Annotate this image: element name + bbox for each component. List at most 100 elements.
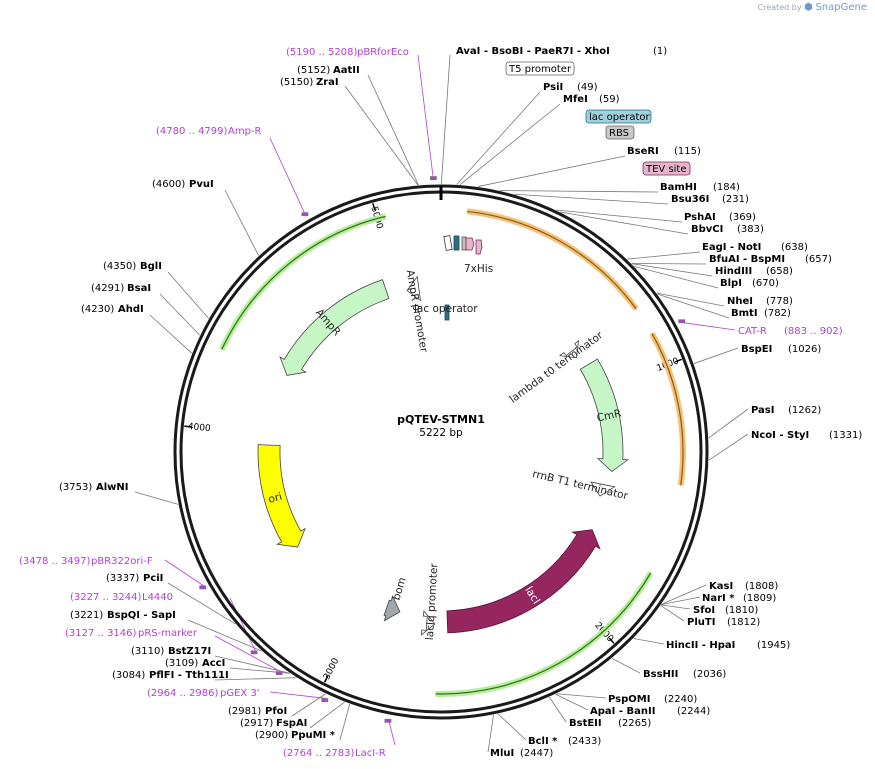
enzyme-ahdi: AhdI bbox=[118, 304, 144, 315]
enzyme-pshai: PshAI bbox=[684, 212, 716, 223]
enzyme-pasi: PasI bbox=[751, 405, 774, 416]
tick-1000 bbox=[674, 358, 683, 363]
leader-line bbox=[556, 209, 683, 223]
enzyme-kasi-pos: (1808) bbox=[745, 581, 778, 592]
enzyme-nhei-pos: (778) bbox=[766, 296, 793, 307]
t5-promoter-box bbox=[505, 61, 575, 76]
enzyme-psii: PsiI bbox=[543, 82, 563, 93]
leader-line bbox=[499, 190, 659, 193]
enzyme-ncoi-pos: (1331) bbox=[829, 430, 862, 441]
enzyme-bmti: BmtI bbox=[731, 308, 758, 319]
leader-line bbox=[167, 582, 236, 625]
green-feature-arc-ampr bbox=[219, 213, 387, 351]
primer-site-marker bbox=[430, 176, 437, 181]
enzyme-bbvci-pos: (383) bbox=[737, 224, 764, 235]
orange-feature-arc-2-core bbox=[651, 333, 684, 486]
enzyme-acci-pos: (3109) bbox=[165, 658, 198, 669]
primer-prsmarker-range: (3127 .. 3146) bbox=[65, 628, 137, 639]
enzyme-bamhi-pos: (184) bbox=[713, 182, 740, 193]
enzyme-pfoi-pos: (2981) bbox=[228, 706, 261, 717]
enzyme-mlui: MluI bbox=[490, 748, 514, 759]
green-feature-arc-ampr-core bbox=[221, 215, 386, 350]
watermark-prefix: Created by bbox=[757, 3, 802, 12]
enzyme-bsai: BsaI bbox=[127, 283, 151, 294]
enzyme-ahdi-pos: (4230) bbox=[81, 304, 114, 315]
feature-lambda_t0 bbox=[558, 339, 580, 359]
enzyme-nhei: NheI bbox=[727, 296, 753, 307]
snapgene-logo: ⬢ bbox=[804, 2, 813, 13]
leader-line bbox=[560, 211, 689, 235]
orange-feature-arc-1-core bbox=[467, 210, 637, 310]
enzyme-eagi: EagI - NotI bbox=[702, 242, 761, 253]
enzyme-hindiii: HindIII bbox=[715, 266, 752, 277]
leader-line bbox=[661, 596, 701, 606]
leader-line bbox=[514, 193, 669, 205]
primer-l4440: L4440 bbox=[142, 592, 173, 603]
leader-line bbox=[344, 85, 419, 186]
primer-catr-range: (883 .. 902) bbox=[784, 326, 843, 337]
enzyme-psii-pos: (49) bbox=[577, 82, 598, 93]
enzyme-pshai-pos: (369) bbox=[729, 212, 756, 223]
primer-leader-line bbox=[229, 597, 256, 652]
primer-site-marker bbox=[678, 319, 686, 324]
enzyme-pcii: PciI bbox=[143, 573, 163, 584]
primer-leader-line bbox=[164, 559, 205, 587]
feature-laci bbox=[446, 529, 601, 634]
leader-line bbox=[693, 347, 739, 364]
enzyme-pluti-pos: (1812) bbox=[727, 617, 760, 628]
leader-line bbox=[309, 701, 345, 729]
feature-ampr_promoter bbox=[406, 275, 421, 302]
enzyme-pflfi: PflFI - Tth111I bbox=[149, 670, 229, 681]
leader-lines bbox=[134, 54, 749, 753]
enzyme-ncoi: NcoI - StyI bbox=[751, 430, 809, 441]
leader-line bbox=[459, 103, 561, 185]
t5-promoter-callout: T5 promoter bbox=[508, 64, 572, 75]
leader-line bbox=[661, 584, 707, 605]
leader-line bbox=[497, 713, 527, 741]
enzyme-zrai-pos: (5150) bbox=[280, 77, 313, 88]
leader-line bbox=[656, 292, 725, 307]
enzyme-avai: AvaI - BsoBI - PaeR7I - XhoI bbox=[456, 46, 610, 57]
feature-laciq bbox=[420, 610, 436, 636]
enzyme-mfei-pos: (59) bbox=[599, 94, 620, 105]
primer-lacir-range: (2764 .. 2783) bbox=[283, 748, 355, 759]
enzyme-bseri-pos: (115) bbox=[674, 146, 701, 157]
primer-ampr: Amp-R bbox=[228, 126, 262, 137]
primer-leader-line bbox=[387, 718, 396, 746]
enzyme-nari: NarI * bbox=[702, 593, 735, 604]
leader-line bbox=[556, 693, 607, 699]
enzyme-apai-pos: (2244) bbox=[677, 706, 710, 717]
enzyme-bstz17i-pos: (3110) bbox=[131, 646, 164, 657]
primer-site-marker bbox=[250, 650, 258, 655]
primer-site-marker bbox=[301, 212, 309, 217]
feature-label-laciq: lacIq promoter bbox=[424, 562, 441, 640]
green-feature-arc-laci-core bbox=[435, 572, 652, 695]
leader-line bbox=[291, 693, 326, 717]
enzyme-alwni: AlwNI bbox=[96, 482, 129, 493]
leader-line bbox=[549, 696, 567, 723]
enzyme-acci: AccI bbox=[202, 658, 225, 669]
feature-ori bbox=[257, 444, 306, 548]
leader-line bbox=[611, 658, 641, 674]
enzyme-bsshii-pos: (2036) bbox=[693, 669, 726, 680]
enzyme-bsu36i-pos: (231) bbox=[722, 194, 749, 205]
tick-5000 bbox=[372, 202, 376, 211]
primer-pgex3: pGEX 3' bbox=[220, 688, 260, 699]
leader-line bbox=[708, 433, 749, 461]
tick-label-4000: 4000 bbox=[187, 422, 211, 434]
leader-line bbox=[627, 251, 701, 260]
leader-line bbox=[487, 714, 494, 753]
enzyme-bfuai-pos: (657) bbox=[805, 254, 832, 265]
enzyme-labels-right: AvaI - BsoBI - PaeR7I - XhoI(1) PsiI(49)… bbox=[456, 46, 862, 759]
enzyme-pfoi: PfoI bbox=[265, 706, 287, 717]
enzyme-blpi: BlpI bbox=[720, 278, 742, 289]
leader-line bbox=[634, 266, 719, 289]
enzyme-bsteii-pos: (2265) bbox=[618, 718, 651, 729]
enzyme-pcii-pos: (3337) bbox=[106, 573, 139, 584]
primer-site-marker bbox=[384, 718, 392, 723]
his-tag-marker bbox=[475, 239, 483, 255]
leader-line bbox=[657, 293, 730, 319]
rbs-box bbox=[605, 125, 635, 140]
